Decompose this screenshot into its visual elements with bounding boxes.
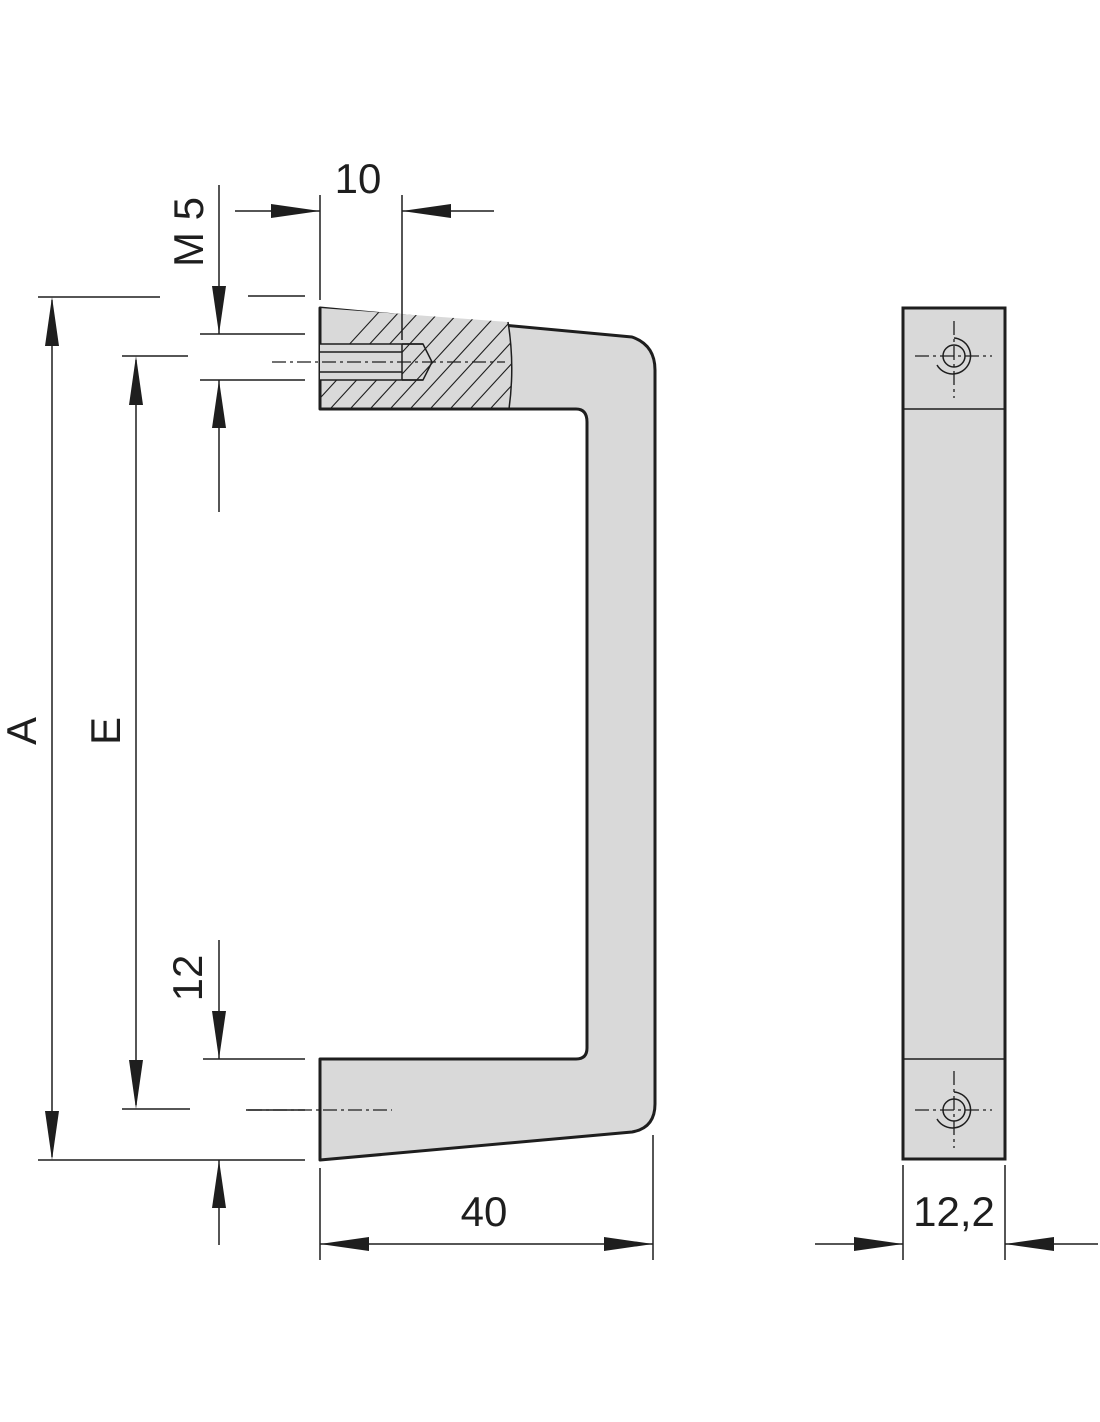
dimension-12-2 xyxy=(815,1165,1098,1260)
handle-body xyxy=(318,306,657,1162)
label-thread: M 5 xyxy=(165,197,212,267)
upper-thread-symbol xyxy=(915,321,992,398)
label-side-width: 12,2 xyxy=(913,1188,995,1235)
label-end-offset: 12 xyxy=(164,955,211,1002)
dimension-10 xyxy=(235,195,494,340)
handle-front-view xyxy=(248,306,657,1162)
dimension-e xyxy=(122,355,190,1110)
side-body xyxy=(901,306,1007,1161)
dimension-a xyxy=(38,296,305,1161)
handle-side-view xyxy=(901,306,1007,1161)
label-depth: 40 xyxy=(461,1188,508,1235)
label-thread-depth: 10 xyxy=(335,155,382,202)
lower-thread-symbol xyxy=(915,1071,992,1148)
dimension-m5 xyxy=(200,185,305,512)
dimension-12 xyxy=(203,940,305,1245)
label-hole-spacing: E xyxy=(82,717,129,745)
dimension-40 xyxy=(319,1135,654,1260)
label-overall-length: A xyxy=(0,717,45,745)
